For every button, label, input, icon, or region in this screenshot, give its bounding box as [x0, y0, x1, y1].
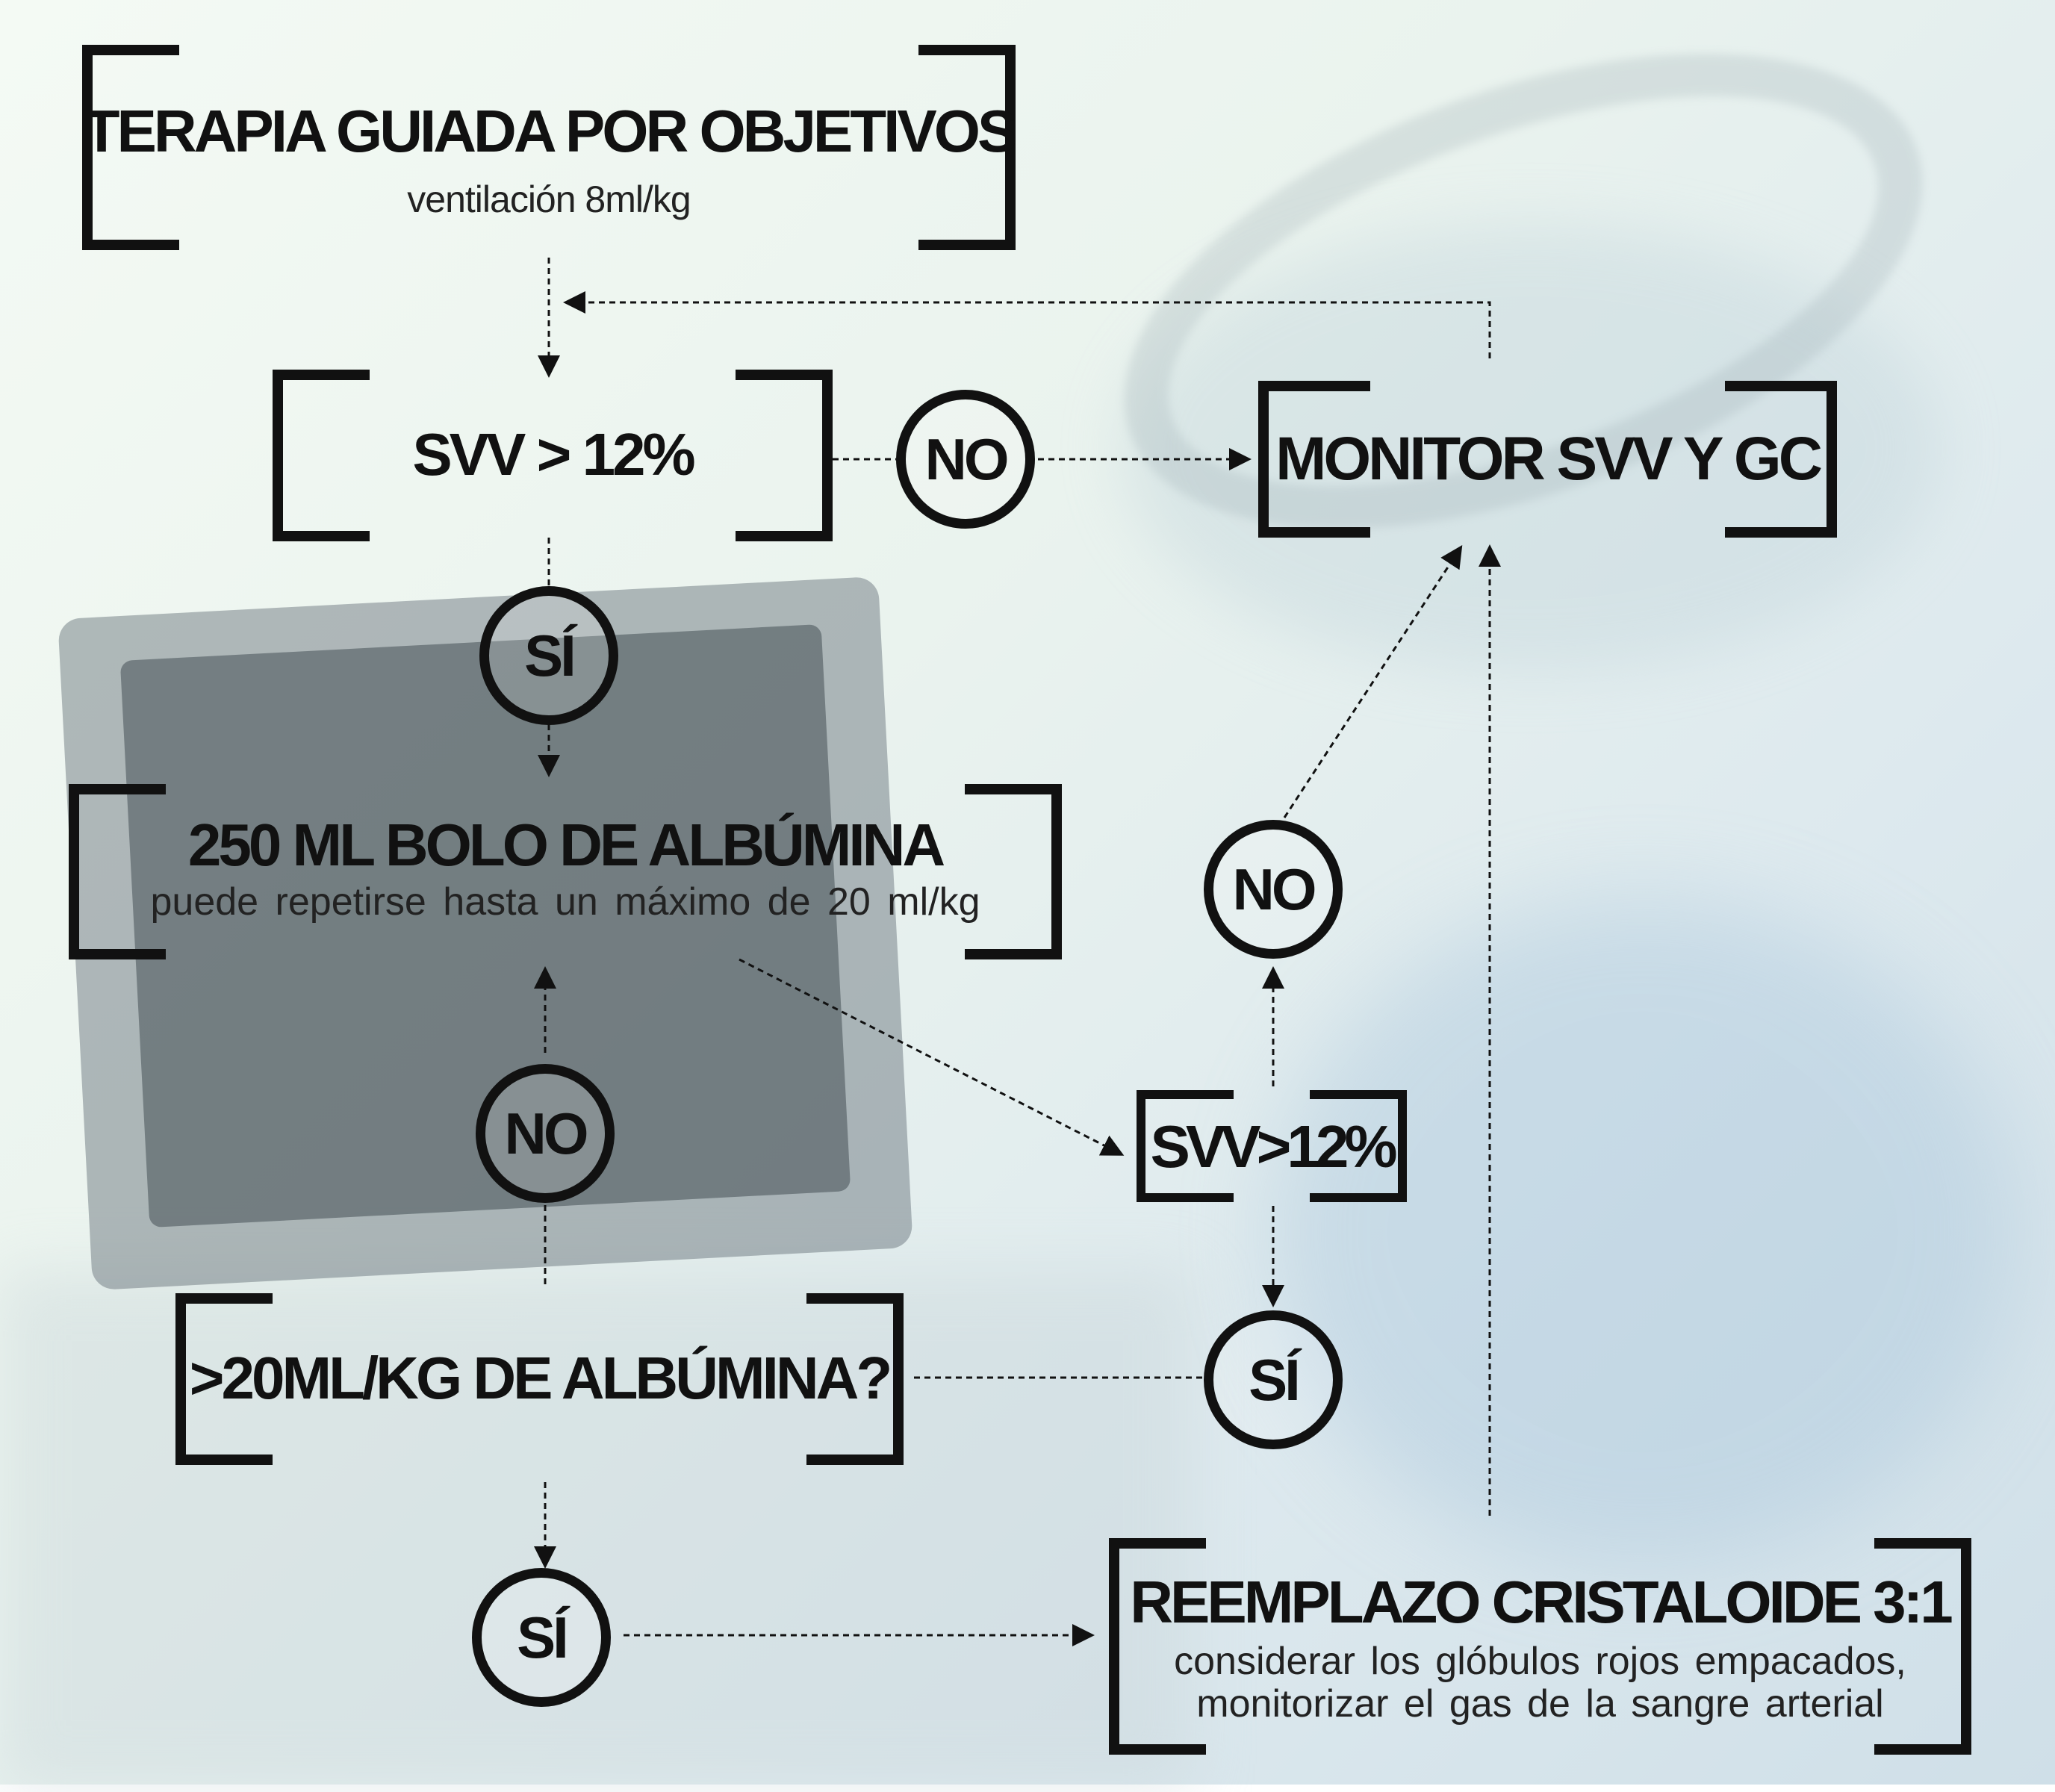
node-start: TERAPIA GUIADA POR OBJETIVOS ventilación… — [82, 45, 1018, 250]
bolus-title: 250 ML BOLO DE ALBÚMINA — [187, 812, 945, 878]
node-monitor: MONITOR SVV Y GC — [1258, 381, 1837, 538]
start-title: TERAPIA GUIADA POR OBJETIVOS — [83, 98, 1018, 164]
svv-check-1-title: SVV > 12% — [412, 421, 695, 488]
albumin-check-title: >20ML/KG DE ALBÚMINA? — [189, 1345, 893, 1411]
decision-no-2: NO — [476, 1064, 615, 1203]
arrow-no3-to-monitor — [1283, 544, 1463, 818]
node-crystalloid: REEMPLAZO CRISTALOIDE 3:1 considerar los… — [1109, 1538, 1971, 1755]
arrow-monitor-loop-back — [563, 291, 1491, 358]
decision-no-3: NO — [1204, 820, 1343, 959]
crystalloid-subtitle-line2: monitorizar el gas de la sangre arterial — [1196, 1682, 1884, 1726]
node-svv-check-2: SVV>12% — [1137, 1090, 1407, 1202]
node-albumin-check: >20ML/KG DE ALBÚMINA? — [175, 1293, 904, 1465]
bolus-subtitle: puede repetirse hasta un máximo de 20 ml… — [150, 880, 980, 924]
crystalloid-subtitle-line1: considerar los glóbulos rojos empacados, — [1174, 1640, 1906, 1683]
decision-no-1: NO — [896, 390, 1035, 529]
node-svv-check-1: SVV > 12% — [273, 370, 833, 541]
arrow-bolus-to-svv2 — [739, 958, 1125, 1156]
decision-si-2: SÍ — [1204, 1310, 1343, 1449]
start-subtitle: ventilación 8ml/kg — [407, 178, 691, 220]
crystalloid-title: REEMPLAZO CRISTALOIDE 3:1 — [1130, 1569, 1953, 1635]
decision-si-3: SÍ — [472, 1568, 611, 1707]
svv-check-2-title: SVV>12% — [1150, 1113, 1398, 1180]
node-bolus: 250 ML BOLO DE ALBÚMINA puede repetirse … — [69, 784, 1062, 959]
decision-si-1: SÍ — [479, 586, 618, 725]
monitor-title: MONITOR SVV Y GC — [1275, 425, 1823, 493]
